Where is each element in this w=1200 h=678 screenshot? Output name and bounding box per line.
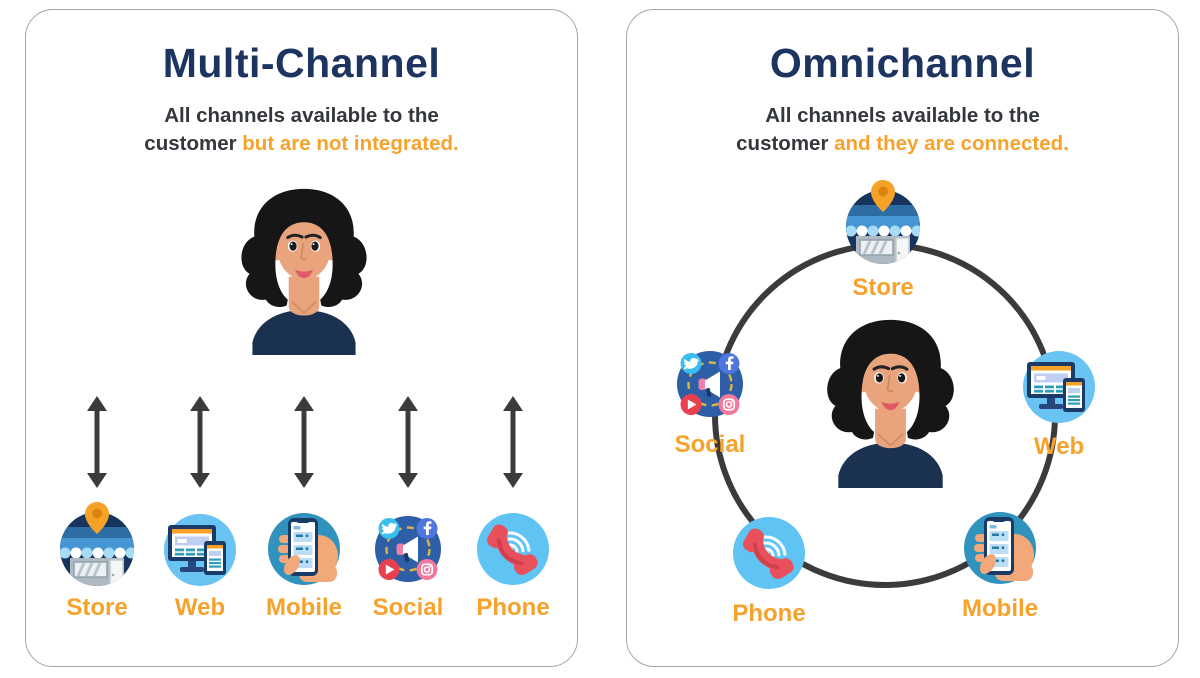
channel-phone: Phone xyxy=(471,396,555,622)
channel-label: Phone xyxy=(732,600,806,627)
channel-label: Phone xyxy=(476,594,550,621)
subtitle-line2-plain: customer xyxy=(736,131,829,155)
channel-store: Store xyxy=(55,396,139,622)
phone-icon xyxy=(728,512,810,594)
channel-label: Social xyxy=(674,431,746,458)
phone-icon xyxy=(472,508,554,590)
social-icon xyxy=(367,508,449,590)
panel-subtitle: All channels available to the customer b… xyxy=(26,102,577,157)
omnichannel-diagram: Store Social Web Phone Mobile xyxy=(627,10,1180,668)
channel-label: Mobile xyxy=(962,595,1038,622)
channel-web: Web xyxy=(158,396,242,622)
subtitle-line1: All channels available to the xyxy=(765,104,1040,127)
channel-social: Social xyxy=(669,343,751,459)
channel-social: Social xyxy=(366,396,450,622)
multichannel-diagram: Store Web Mobile Social Phone xyxy=(26,10,579,668)
subtitle-highlight: but are not integrated. xyxy=(242,131,459,155)
subtitle-highlight: and they are connected. xyxy=(834,131,1069,155)
page-title: Multi-Channel xyxy=(162,40,441,86)
mobile-icon xyxy=(959,507,1041,589)
subtitle-line2-plain: customer xyxy=(144,131,237,155)
channel-mobile: Mobile xyxy=(959,507,1041,623)
channel-label: Web xyxy=(174,594,226,621)
omnichannel-panel: Omnichannel All channels available to th… xyxy=(626,9,1179,667)
channel-label: Store xyxy=(852,274,914,301)
double-arrow-icon xyxy=(291,396,317,488)
customer-avatar xyxy=(225,185,383,355)
channel-label: Web xyxy=(1033,433,1085,460)
channel-mobile: Mobile xyxy=(262,396,346,622)
store-icon xyxy=(55,496,139,590)
customer-avatar xyxy=(813,316,968,488)
multichannel-panel: Multi-Channel All channels available to … xyxy=(25,9,578,667)
mobile-icon xyxy=(263,508,345,590)
double-arrow-icon xyxy=(187,396,213,488)
channel-phone: Phone xyxy=(728,512,810,628)
store-icon xyxy=(841,174,925,268)
double-arrow-icon xyxy=(500,396,526,488)
web-icon xyxy=(1018,345,1100,427)
channel-store: Store xyxy=(841,174,925,302)
channel-web: Web xyxy=(1018,345,1100,461)
double-arrow-icon xyxy=(395,396,421,488)
subtitle-line1: All channels available to the xyxy=(164,104,439,127)
channel-label: Social xyxy=(372,594,444,621)
page-title: Omnichannel xyxy=(769,40,1036,86)
panel-subtitle: All channels available to the customer a… xyxy=(627,102,1178,157)
double-arrow-icon xyxy=(84,396,110,488)
channel-label: Store xyxy=(66,594,128,621)
web-icon xyxy=(159,508,241,590)
social-icon xyxy=(669,343,751,425)
channel-label: Mobile xyxy=(266,594,342,621)
